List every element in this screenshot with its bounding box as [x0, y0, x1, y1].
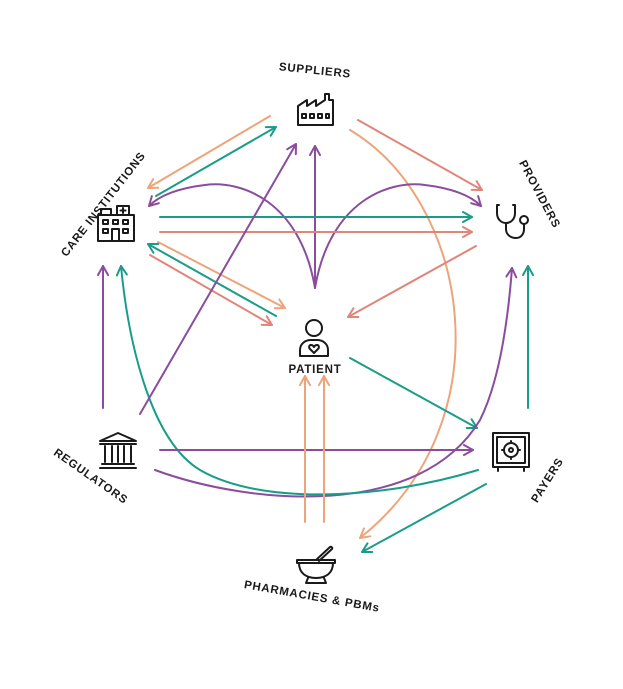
government-building-icon — [99, 432, 137, 469]
pharmacies-label: PHARMACIES & PBMs — [243, 579, 381, 615]
arrow-patient-to-care-institutions-teal — [147, 243, 277, 317]
arrow-suppliers-to-care-institutions — [147, 115, 271, 189]
arrow-suppliers-to-providers — [357, 119, 483, 191]
mortar-pestle-icon — [296, 545, 336, 584]
arrow-suppliers-to-pharmacies — [349, 129, 457, 539]
stethoscope-icon — [496, 204, 529, 239]
arrow-patient-to-providers-curve — [314, 183, 482, 289]
arrow-regulators-to-suppliers — [139, 143, 297, 415]
arrow-regulators-to-providers-curve — [154, 267, 518, 498]
providers-label: PROVIDERS — [516, 159, 562, 231]
arrow-patient-to-payers — [349, 357, 478, 430]
safe-icon — [492, 432, 530, 472]
payers-label: PAYERS — [529, 456, 566, 505]
hospital-building-icon — [97, 205, 135, 242]
arrow-providers-to-patient — [347, 245, 477, 319]
suppliers-label: SUPPLIERS — [278, 61, 351, 81]
arrow-care-institutions-to-suppliers — [155, 126, 277, 197]
care-institutions-label: CARE INSTITUTIONS — [59, 150, 148, 259]
patient-label: PATIENT — [288, 364, 341, 376]
arrow-payers-to-care-institutions-curve — [115, 265, 479, 496]
factory-icon — [297, 93, 334, 126]
arrows-layer — [97, 115, 534, 554]
arrow-patient-to-care-institutions-curve — [148, 183, 316, 289]
arrow-payers-to-pharmacies — [361, 483, 487, 554]
arrow-care-institutions-to-patient-orange — [157, 241, 286, 310]
patient-heart-icon — [299, 319, 329, 357]
